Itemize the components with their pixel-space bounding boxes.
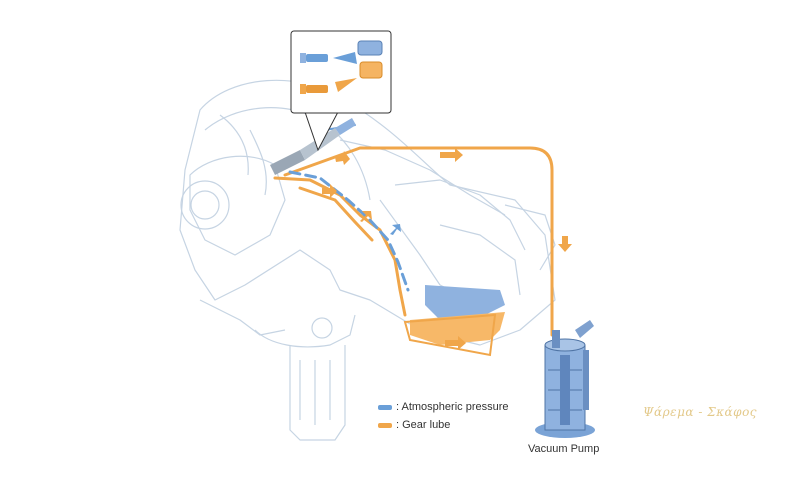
flow-arrows — [322, 148, 572, 350]
legend-item-atmospheric: : Atmospheric pressure — [378, 398, 509, 416]
vacuum-pump-label: Vacuum Pump — [528, 443, 600, 455]
engine-outline — [179, 79, 556, 441]
vacuum-pump — [535, 320, 595, 438]
legend-item-gear-lube: : Gear lube — [378, 416, 509, 434]
gear-case — [403, 285, 505, 357]
legend-swatch-atmospheric — [378, 404, 392, 410]
legend-label-atmospheric: : Atmospheric pressure — [396, 401, 509, 413]
legend-label-gear-lube: : Gear lube — [396, 419, 451, 431]
legend-swatch-gear-lube — [378, 422, 392, 428]
legend: : Atmospheric pressure : Gear lube — [378, 398, 509, 434]
inset-detail — [290, 30, 392, 152]
watermark: Ψάρεμα - Σκάφος — [643, 405, 758, 419]
gear-lube-line — [273, 146, 554, 337]
